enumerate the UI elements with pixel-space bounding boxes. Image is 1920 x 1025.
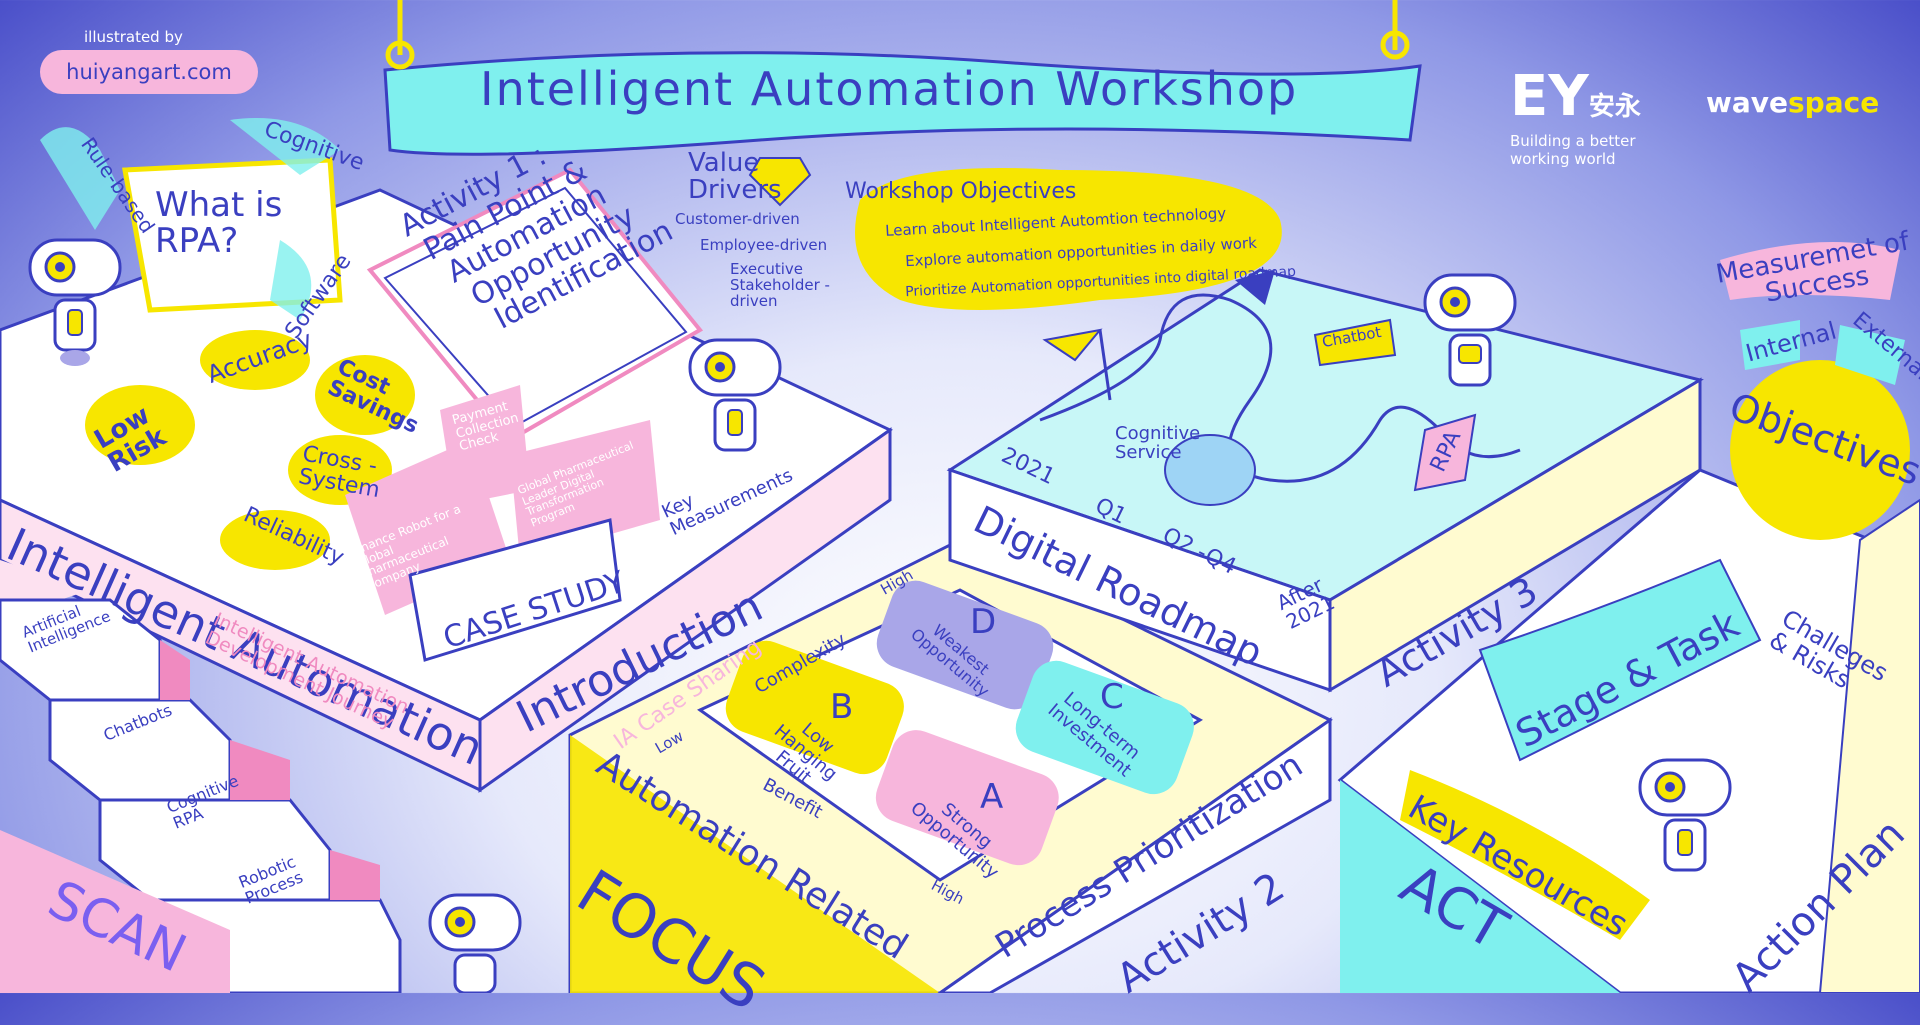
page-title: Intelligent Automation Workshop <box>480 62 1299 116</box>
value-driver-item: Employee-driven <box>700 236 828 254</box>
rpa-board <box>40 118 343 320</box>
objectives-title: Workshop Objectives <box>845 179 1077 204</box>
robot-icon <box>28 238 122 366</box>
wavespace-logo-part1: wave <box>1706 86 1789 119</box>
robot-icon <box>1638 758 1732 872</box>
case-notes <box>345 385 660 662</box>
quadrant-c-letter: C <box>1100 677 1124 717</box>
value-driver-item: Customer-driven <box>675 210 800 228</box>
objectives-blob <box>855 168 1282 310</box>
robot-icon <box>688 338 782 452</box>
wavespace-logo-part2: space <box>1788 86 1880 119</box>
value-driver-item: Executive Stakeholder -driven <box>730 260 830 310</box>
stairs <box>0 560 402 993</box>
illustration-canvas <box>0 0 1920 993</box>
banner-ribbon <box>383 0 1422 156</box>
quadrant-a-letter: A <box>980 777 1004 817</box>
activity1-board <box>366 167 704 443</box>
wavespace-logo: wavespace <box>1706 86 1879 119</box>
rpa-question: What is RPA? <box>155 185 283 261</box>
ey-logo: EY安永 <box>1510 64 1641 129</box>
robot-icon <box>1423 273 1517 387</box>
value-drivers-title: Value Drivers <box>688 148 782 206</box>
cognitive-service-label: Cognitive Service <box>1115 423 1201 463</box>
roadmap-platform <box>946 268 1704 693</box>
ey-logo-text: EY <box>1510 64 1589 129</box>
credit-prefix: illustrated by <box>84 28 183 46</box>
ey-tagline: Building a better working world <box>1510 132 1636 168</box>
objectives-sun <box>1720 242 1910 540</box>
quadrant-d-letter: D <box>970 602 997 642</box>
focus-platform <box>568 538 1333 993</box>
ey-logo-chinese: 安永 <box>1588 92 1641 122</box>
quadrant-b-letter: B <box>830 687 854 727</box>
diamond-icon <box>748 157 812 207</box>
act-platform <box>1337 468 1920 993</box>
credit-link[interactable]: huiyangart.com <box>40 50 258 94</box>
robot-icon <box>428 893 522 993</box>
